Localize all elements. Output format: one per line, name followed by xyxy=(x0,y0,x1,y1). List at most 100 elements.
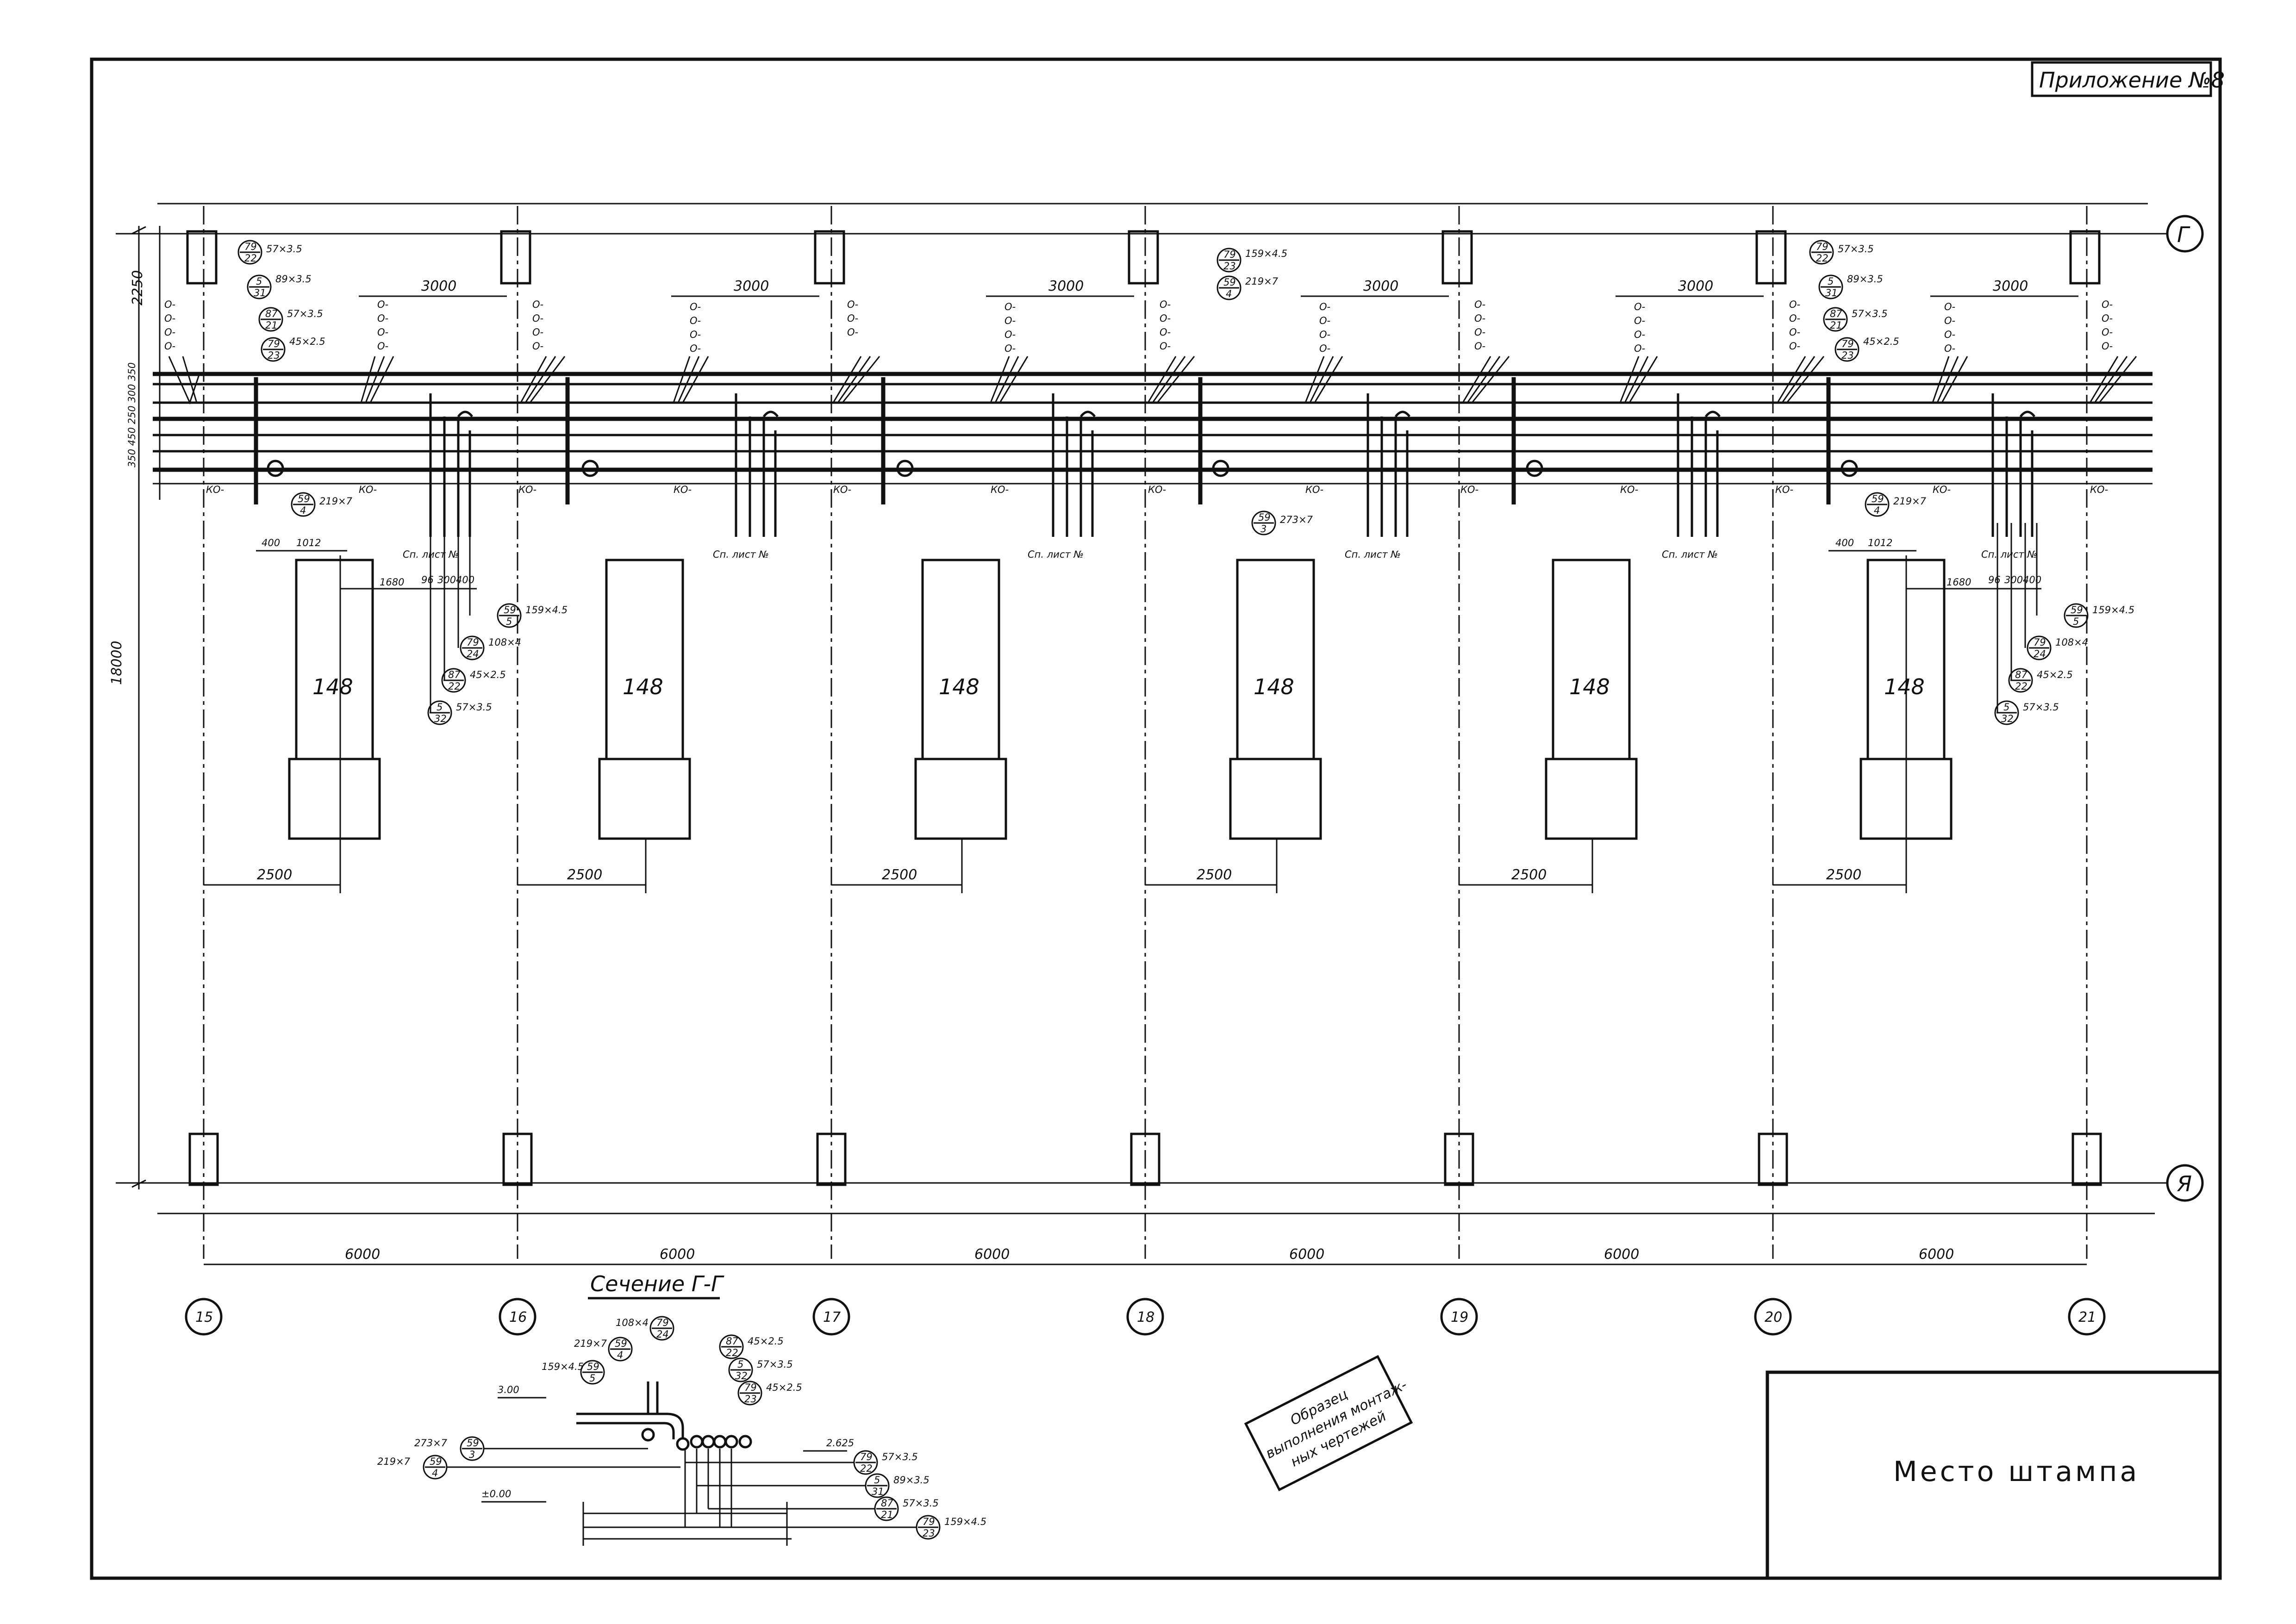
svg-text:22: 22 xyxy=(726,1347,738,1358)
overall-dimension: 18000 2250 350 450 250 300 350 xyxy=(109,226,161,1189)
svg-text:О-: О- xyxy=(847,327,858,338)
svg-text:59: 59 xyxy=(1872,493,1884,504)
svg-text:О-: О- xyxy=(2102,313,2113,324)
svg-text:5: 5 xyxy=(506,616,512,627)
column-axis-bubble: 19 xyxy=(1440,1298,1478,1336)
svg-text:О-: О- xyxy=(2102,341,2113,352)
svg-text:КО-: КО- xyxy=(1305,484,1323,495)
svg-text:±0.00: ±0.00 xyxy=(481,1488,511,1500)
svg-text:31: 31 xyxy=(254,287,266,299)
svg-text:Сп. лист №: Сп. лист № xyxy=(1345,549,1401,560)
svg-text:Сп. лист №: Сп. лист № xyxy=(1662,549,1718,560)
svg-text:О-: О- xyxy=(377,313,388,324)
svg-text:О-: О- xyxy=(1789,313,1800,324)
svg-text:300: 300 xyxy=(437,574,456,585)
column-axis-bubble: 15 xyxy=(185,1298,223,1336)
svg-text:О-: О- xyxy=(690,301,701,312)
svg-text:273×7: 273×7 xyxy=(1280,514,1313,525)
svg-text:79: 79 xyxy=(923,1516,935,1527)
svg-text:О-: О- xyxy=(847,313,858,324)
svg-text:87: 87 xyxy=(2015,669,2028,680)
svg-text:О-: О- xyxy=(1634,301,1645,312)
svg-text:3: 3 xyxy=(469,1449,475,1460)
equipment-unit: 148 xyxy=(598,559,691,840)
svg-text:3000: 3000 xyxy=(421,278,456,294)
svg-text:59: 59 xyxy=(467,1437,479,1449)
equipment-unit: 148 xyxy=(1229,559,1322,840)
svg-text:148: 148 xyxy=(1254,674,1294,699)
svg-text:59: 59 xyxy=(1223,277,1236,288)
svg-text:О-: О- xyxy=(1634,343,1645,354)
svg-text:89×3.5: 89×3.5 xyxy=(275,274,312,285)
svg-text:4: 4 xyxy=(1226,288,1232,299)
svg-text:О-: О- xyxy=(2102,299,2113,310)
svg-text:23: 23 xyxy=(744,1394,757,1405)
svg-text:79: 79 xyxy=(1841,338,1854,349)
svg-text:18: 18 xyxy=(1137,1309,1154,1325)
svg-text:21: 21 xyxy=(265,320,278,331)
column-axis-bubble: 21 xyxy=(2068,1298,2106,1336)
equipment-unit: 148 xyxy=(1545,559,1638,840)
pipe-callouts-lower-right: 59 5 159×4.5 79 24 108×4 87 22 45×2.5 5 … xyxy=(1994,523,2134,725)
svg-text:87: 87 xyxy=(726,1336,738,1347)
svg-text:31: 31 xyxy=(872,1486,884,1497)
svg-text:О-: О- xyxy=(1004,329,1016,340)
svg-text:О-: О- xyxy=(1474,327,1485,338)
svg-text:О-: О- xyxy=(1944,343,1955,354)
svg-text:О-: О- xyxy=(1319,315,1330,326)
svg-text:3000: 3000 xyxy=(1048,278,1084,294)
svg-text:3000: 3000 xyxy=(1363,278,1398,294)
svg-text:59: 59 xyxy=(615,1338,627,1349)
o-labels: О- О- О- О- О- О- О- О- О- О- О- О- О- О… xyxy=(164,299,2113,354)
svg-text:22: 22 xyxy=(1816,253,1828,264)
svg-text:КО-: КО- xyxy=(991,484,1009,495)
svg-text:79: 79 xyxy=(2034,637,2046,648)
svg-text:Сечение Г-Г: Сечение Г-Г xyxy=(590,1271,724,1296)
svg-text:КО-: КО- xyxy=(206,484,224,495)
svg-text:159×4.5: 159×4.5 xyxy=(944,1516,986,1527)
svg-text:22: 22 xyxy=(2015,681,2028,692)
svg-text:219×7: 219×7 xyxy=(377,1456,411,1467)
svg-text:5: 5 xyxy=(737,1359,743,1370)
svg-text:КО-: КО- xyxy=(1933,484,1951,495)
svg-text:2500: 2500 xyxy=(1511,867,1547,883)
svg-text:108×4: 108×4 xyxy=(488,637,521,648)
svg-text:О-: О- xyxy=(1789,327,1800,338)
svg-text:О-: О- xyxy=(377,299,388,310)
svg-text:6000: 6000 xyxy=(974,1246,1010,1263)
row-axis-top: Г xyxy=(116,215,2204,253)
column-axis-bubble: 17 xyxy=(812,1298,850,1336)
svg-text:23: 23 xyxy=(923,1528,935,1539)
svg-text:КО-: КО- xyxy=(1148,484,1166,495)
svg-text:Сп. лист №: Сп. лист № xyxy=(1981,549,2037,560)
svg-text:79: 79 xyxy=(268,338,280,349)
drop-pipes xyxy=(254,377,1858,504)
svg-text:31: 31 xyxy=(1825,287,1838,299)
svg-text:59: 59 xyxy=(587,1361,599,1372)
sheet-frame xyxy=(90,57,2222,1580)
svg-text:О-: О- xyxy=(1944,315,1955,326)
svg-text:6000: 6000 xyxy=(345,1246,380,1263)
pipe-rack xyxy=(153,372,2152,485)
branch-dims-left: 400 1012 1680 96 300 400 xyxy=(256,537,477,590)
svg-text:1680: 1680 xyxy=(380,577,404,588)
svg-text:О-: О- xyxy=(1944,329,1955,340)
svg-text:Место штампа: Место штампа xyxy=(1893,1456,2140,1488)
svg-text:148: 148 xyxy=(939,674,980,699)
branch-loops xyxy=(429,393,2035,537)
svg-text:22: 22 xyxy=(244,253,257,264)
svg-text:О-: О- xyxy=(532,341,543,352)
svg-text:45×2.5: 45×2.5 xyxy=(766,1382,802,1393)
svg-text:87: 87 xyxy=(881,1498,893,1509)
svg-text:15: 15 xyxy=(195,1309,213,1325)
svg-text:24: 24 xyxy=(2034,648,2046,660)
svg-text:400: 400 xyxy=(2023,574,2041,585)
svg-text:57×3.5: 57×3.5 xyxy=(456,702,492,713)
pipe-callouts-mid: 79 23 159×4.5 59 4 219×7 59 3 273×7 xyxy=(1217,248,1313,535)
svg-text:57×3.5: 57×3.5 xyxy=(1852,308,1888,319)
bay-span-dimensions: 3000 3000 3000 3000 3000 3000 xyxy=(359,278,2078,297)
svg-text:45×2.5: 45×2.5 xyxy=(289,336,325,347)
svg-text:О-: О- xyxy=(1789,299,1800,310)
svg-text:87: 87 xyxy=(448,669,461,680)
svg-text:О-: О- xyxy=(1160,313,1171,324)
